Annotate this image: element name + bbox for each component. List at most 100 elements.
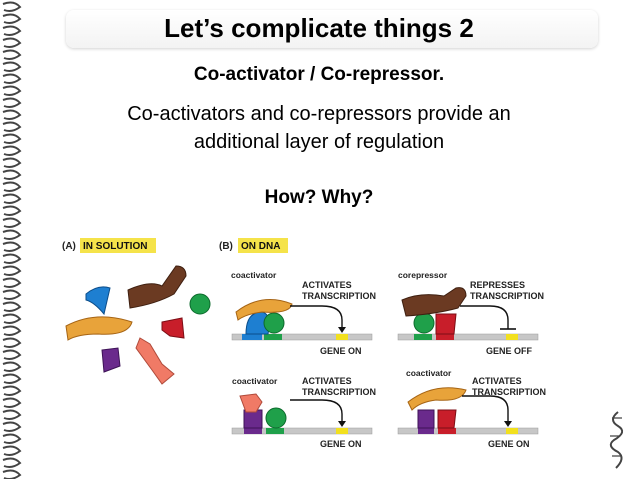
slide-question: How? Why? bbox=[264, 187, 374, 208]
cell-3-site-green bbox=[266, 428, 284, 434]
spiral-binding bbox=[2, 1, 22, 479]
cell-1-site-green bbox=[264, 334, 282, 340]
panel-a-letter: (A) bbox=[62, 241, 76, 252]
orange-coactivator-shape bbox=[65, 316, 133, 341]
cell-3-gene bbox=[336, 428, 348, 434]
spiral-coil bbox=[2, 253, 22, 264]
spiral-coil bbox=[2, 325, 22, 336]
spiral-coil bbox=[2, 61, 22, 72]
cell-4-arrowhead bbox=[504, 421, 512, 427]
panel-a-text: IN SOLUTION bbox=[83, 241, 147, 252]
cell-4-site-purple bbox=[418, 428, 434, 434]
red-repressor-shape bbox=[161, 317, 185, 339]
spiral-coil bbox=[2, 457, 22, 468]
spiral-coil bbox=[2, 337, 22, 348]
spiral-coil bbox=[2, 145, 22, 156]
cell-2-gene-label: GENE OFF bbox=[486, 346, 533, 356]
cell-1-coactivator bbox=[235, 299, 293, 321]
green-activator-shape bbox=[189, 293, 211, 315]
spiral-coil bbox=[2, 301, 22, 312]
cell-2-site-green bbox=[414, 334, 432, 340]
cell-4-arrow bbox=[462, 395, 509, 423]
spiral-coil bbox=[2, 421, 22, 432]
cell-4-site-red bbox=[438, 428, 456, 434]
salmon-activator-shape bbox=[135, 337, 175, 385]
panel-a-proteins bbox=[65, 265, 211, 385]
spiral-coil bbox=[2, 181, 22, 192]
cell-4-coactivator bbox=[407, 387, 467, 411]
panel-b-highlight bbox=[238, 238, 288, 253]
spiral-coil bbox=[2, 25, 22, 36]
cell-1-effect-line-1: ACTIVATES bbox=[302, 280, 352, 290]
cell-4-gene-label: GENE ON bbox=[488, 439, 530, 449]
cell-1-arrowhead bbox=[338, 327, 346, 333]
panel-b-letter: (B) bbox=[219, 241, 233, 252]
panel-a-highlight bbox=[80, 238, 156, 253]
spiral-coil bbox=[2, 85, 22, 96]
panel-b-cell-1: coactivator ACTIVATES TRANSCRIPTION GENE… bbox=[231, 270, 376, 356]
cell-2-red-repressor bbox=[435, 313, 457, 335]
panel-b-cell-4: coactivator ACTIVATES TRANSCRIPTION GENE… bbox=[397, 368, 546, 449]
cell-4-gene bbox=[506, 428, 518, 434]
body-line-1: Co-activators and co-repressors provide … bbox=[127, 103, 511, 125]
title-bar bbox=[66, 10, 598, 48]
cell-1-factor-label: coactivator bbox=[231, 270, 277, 280]
brown-corepressor-shape bbox=[127, 265, 187, 309]
slide-title: Let’s complicate things 2 bbox=[164, 13, 474, 43]
spiral-coil bbox=[2, 193, 22, 204]
cell-4-dna bbox=[397, 427, 539, 435]
panel-b-text: ON DNA bbox=[241, 241, 280, 252]
cell-3-purple-activator bbox=[243, 409, 263, 429]
panel-a-label: (A) IN SOLUTION bbox=[62, 238, 156, 253]
spiral-coil bbox=[2, 73, 22, 84]
cell-3-site-purple bbox=[244, 428, 262, 434]
spiral-coil bbox=[2, 97, 22, 108]
cell-3-green-activator bbox=[265, 407, 287, 429]
cell-1-green-activator bbox=[263, 312, 285, 334]
spiral-coil bbox=[2, 133, 22, 144]
spiral-coil bbox=[2, 241, 22, 252]
spiral-coil bbox=[2, 217, 22, 228]
coactivator-corepressor-figure: (A) IN SOLUTION (B) ON DNA coactivator A… bbox=[62, 238, 546, 449]
spiral-coil bbox=[2, 289, 22, 300]
spiral-coil bbox=[2, 433, 22, 444]
cell-1-effect-line-2: TRANSCRIPTION bbox=[302, 291, 376, 301]
blue-activator-shape bbox=[85, 286, 111, 316]
body-line-2: additional layer of regulation bbox=[193, 131, 445, 153]
cell-4-effect-line-2: TRANSCRIPTION bbox=[472, 387, 546, 397]
spiral-coil bbox=[2, 49, 22, 60]
cell-3-arrowhead bbox=[338, 421, 346, 427]
cell-3-salmon-activator bbox=[239, 393, 263, 413]
slide-body: Co-activators and co-repressors provide … bbox=[60, 100, 578, 156]
cell-1-arrow bbox=[290, 305, 343, 329]
spiral-coil bbox=[2, 229, 22, 240]
panel-b-cell-2: corepressor REPRESSES TRANSCRIPTION GENE… bbox=[397, 270, 544, 356]
spiral-coil bbox=[2, 385, 22, 396]
spiral-coil bbox=[2, 13, 22, 24]
cell-3-gene-label: GENE ON bbox=[320, 439, 362, 449]
spiral-coil bbox=[2, 157, 22, 168]
cell-2-arrow bbox=[460, 305, 509, 329]
panel-b-label: (B) ON DNA bbox=[219, 238, 288, 253]
spiral-coil bbox=[2, 349, 22, 360]
cell-1-site-blue bbox=[242, 334, 262, 340]
slide-subtitle: Co-activator / Co-repressor. bbox=[193, 64, 445, 85]
spiral-coil bbox=[2, 313, 22, 324]
purple-activator-shape bbox=[101, 347, 121, 373]
cell-2-factor-label: corepressor bbox=[398, 270, 448, 280]
cell-4-effect-line-1: ACTIVATES bbox=[472, 376, 522, 386]
cell-1-gene bbox=[336, 334, 348, 340]
cell-2-dna bbox=[397, 333, 539, 341]
cell-3-effect-line-2: TRANSCRIPTION bbox=[302, 387, 376, 397]
spiral-coil bbox=[2, 445, 22, 456]
cell-3-dna bbox=[231, 427, 373, 435]
spiral-coil bbox=[2, 121, 22, 132]
cell-2-gene bbox=[506, 334, 518, 340]
cell-3-effect-line-1: ACTIVATES bbox=[302, 376, 352, 386]
cell-4-factor-label: coactivator bbox=[406, 368, 452, 378]
cell-2-corepressor bbox=[401, 287, 467, 317]
cell-2-effect-line-2: TRANSCRIPTION bbox=[470, 291, 544, 301]
spiral-coil bbox=[2, 409, 22, 420]
spiral-coil bbox=[2, 397, 22, 408]
decorative-flourish-icon bbox=[609, 411, 624, 469]
